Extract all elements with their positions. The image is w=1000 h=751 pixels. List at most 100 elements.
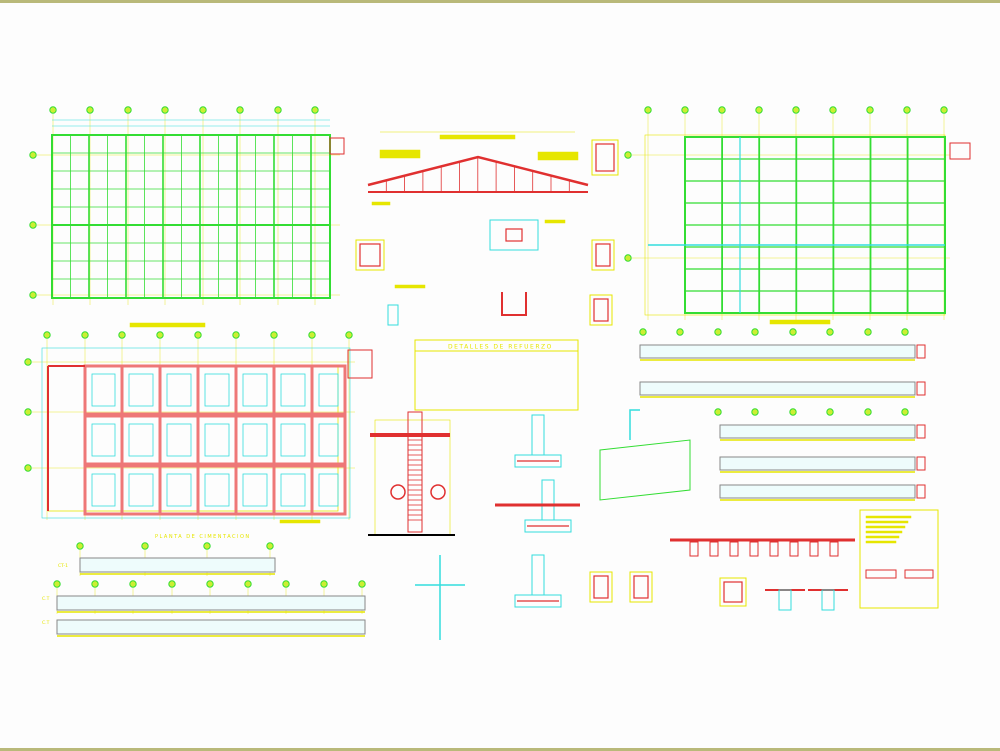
footing-cell xyxy=(272,364,314,416)
footing xyxy=(524,519,572,533)
beam-section xyxy=(916,344,926,359)
footing-pad xyxy=(242,423,268,457)
annotation-text-block xyxy=(439,134,516,140)
grid-axis-bubble xyxy=(901,408,909,416)
stirrup xyxy=(595,143,615,172)
footing-cell xyxy=(234,364,276,416)
grid-axis-bubble xyxy=(864,328,872,336)
annotation-text-block xyxy=(544,219,566,224)
pedestal xyxy=(531,414,545,456)
footing-pad xyxy=(204,373,230,407)
column-section xyxy=(629,571,653,603)
corner-detail xyxy=(347,349,373,379)
footing-cell xyxy=(83,464,124,516)
annotation-text-block xyxy=(394,284,426,289)
annotation-text-block xyxy=(865,540,897,544)
beam-elevation xyxy=(639,344,916,359)
grid-axis-bubble xyxy=(236,106,244,114)
grid-axis-bubble xyxy=(203,542,211,550)
grid-axis-bubble xyxy=(244,580,252,588)
grid-axis-bubble xyxy=(168,580,176,588)
footing-outline xyxy=(47,365,339,512)
beam-section xyxy=(916,484,926,499)
beam-label-ct1: CT-1 xyxy=(58,563,68,569)
grid-axis-bubble xyxy=(232,331,240,339)
joist xyxy=(769,541,779,557)
grid-axis-bubble xyxy=(53,580,61,588)
footing-cell xyxy=(120,364,162,416)
joist xyxy=(789,541,799,557)
annotation-text-block xyxy=(769,319,831,325)
joist xyxy=(809,541,819,557)
roof-framing-plan-right xyxy=(624,106,971,325)
grid-axis-bubble xyxy=(751,408,759,416)
footing-pad xyxy=(166,473,192,507)
footing-cell xyxy=(196,414,238,466)
footing-cell xyxy=(83,414,124,466)
grid-axis-bubble xyxy=(320,580,328,588)
footing-cell xyxy=(158,464,200,516)
grid-axis-bubble xyxy=(864,408,872,416)
corner-detail xyxy=(329,137,345,155)
column-detail-frame xyxy=(374,419,451,536)
grid-axis-bubble xyxy=(199,106,207,114)
roof-truss-elevation xyxy=(367,131,589,193)
footing-cell xyxy=(196,364,238,416)
joist xyxy=(749,541,759,557)
annotation-text-block xyxy=(865,525,906,529)
footing-cell xyxy=(234,464,276,516)
stirrup xyxy=(633,575,649,599)
grid-axis-bubble xyxy=(792,106,800,114)
beam-section xyxy=(916,424,926,439)
footing-cell xyxy=(196,464,238,516)
footing-cell xyxy=(310,464,347,516)
grid-axis-bubble xyxy=(639,328,647,336)
duct xyxy=(430,484,446,500)
plate-detail xyxy=(387,304,399,326)
grid-axis-bubble xyxy=(755,106,763,114)
grid-axis-bubble xyxy=(826,408,834,416)
grid-axis-bubble xyxy=(29,221,37,229)
grid-axis-bubble xyxy=(718,106,726,114)
grid-axis-bubble xyxy=(194,331,202,339)
grid-axis-bubble xyxy=(29,151,37,159)
annotation-text-block xyxy=(865,520,909,524)
foundation-plan xyxy=(24,331,373,524)
grid-axis-bubble xyxy=(49,106,57,114)
grid-axis-bubble xyxy=(274,106,282,114)
stirrup xyxy=(723,581,743,603)
beam-elevations xyxy=(53,328,926,637)
footing-pad xyxy=(128,373,154,407)
beam-label-ct-b: C.T xyxy=(42,620,50,626)
grid-axis-bubble xyxy=(714,408,722,416)
grid-axis-bubble xyxy=(940,106,948,114)
annotation-text-block xyxy=(129,322,206,328)
footing-pad xyxy=(128,473,154,507)
grid-axis-bubble xyxy=(29,291,37,299)
footing-pad xyxy=(91,423,116,457)
footing-cell xyxy=(310,414,347,466)
grid-axis-bubble xyxy=(124,106,132,114)
annotation-text-block xyxy=(865,515,912,519)
footing-cell xyxy=(120,464,162,516)
stirrup xyxy=(595,243,611,267)
hook-bar xyxy=(629,409,640,440)
footing-pad xyxy=(204,473,230,507)
grid-axis-bubble xyxy=(644,106,652,114)
footing-cell xyxy=(272,464,314,516)
grid-axis-bubble xyxy=(866,106,874,114)
grid-axis-bubble xyxy=(270,331,278,339)
grid-axis-bubble xyxy=(308,331,316,339)
grid-axis-bubble xyxy=(141,542,149,550)
grid-axis-bubble xyxy=(118,331,126,339)
grid-axis-bubble xyxy=(91,580,99,588)
plan-outline xyxy=(51,134,331,299)
beam-section xyxy=(916,456,926,471)
web xyxy=(821,589,835,611)
beam-elevation xyxy=(719,484,916,499)
beam-elevation xyxy=(719,424,916,439)
joist xyxy=(689,541,699,557)
grid-axis-bubble xyxy=(206,580,214,588)
